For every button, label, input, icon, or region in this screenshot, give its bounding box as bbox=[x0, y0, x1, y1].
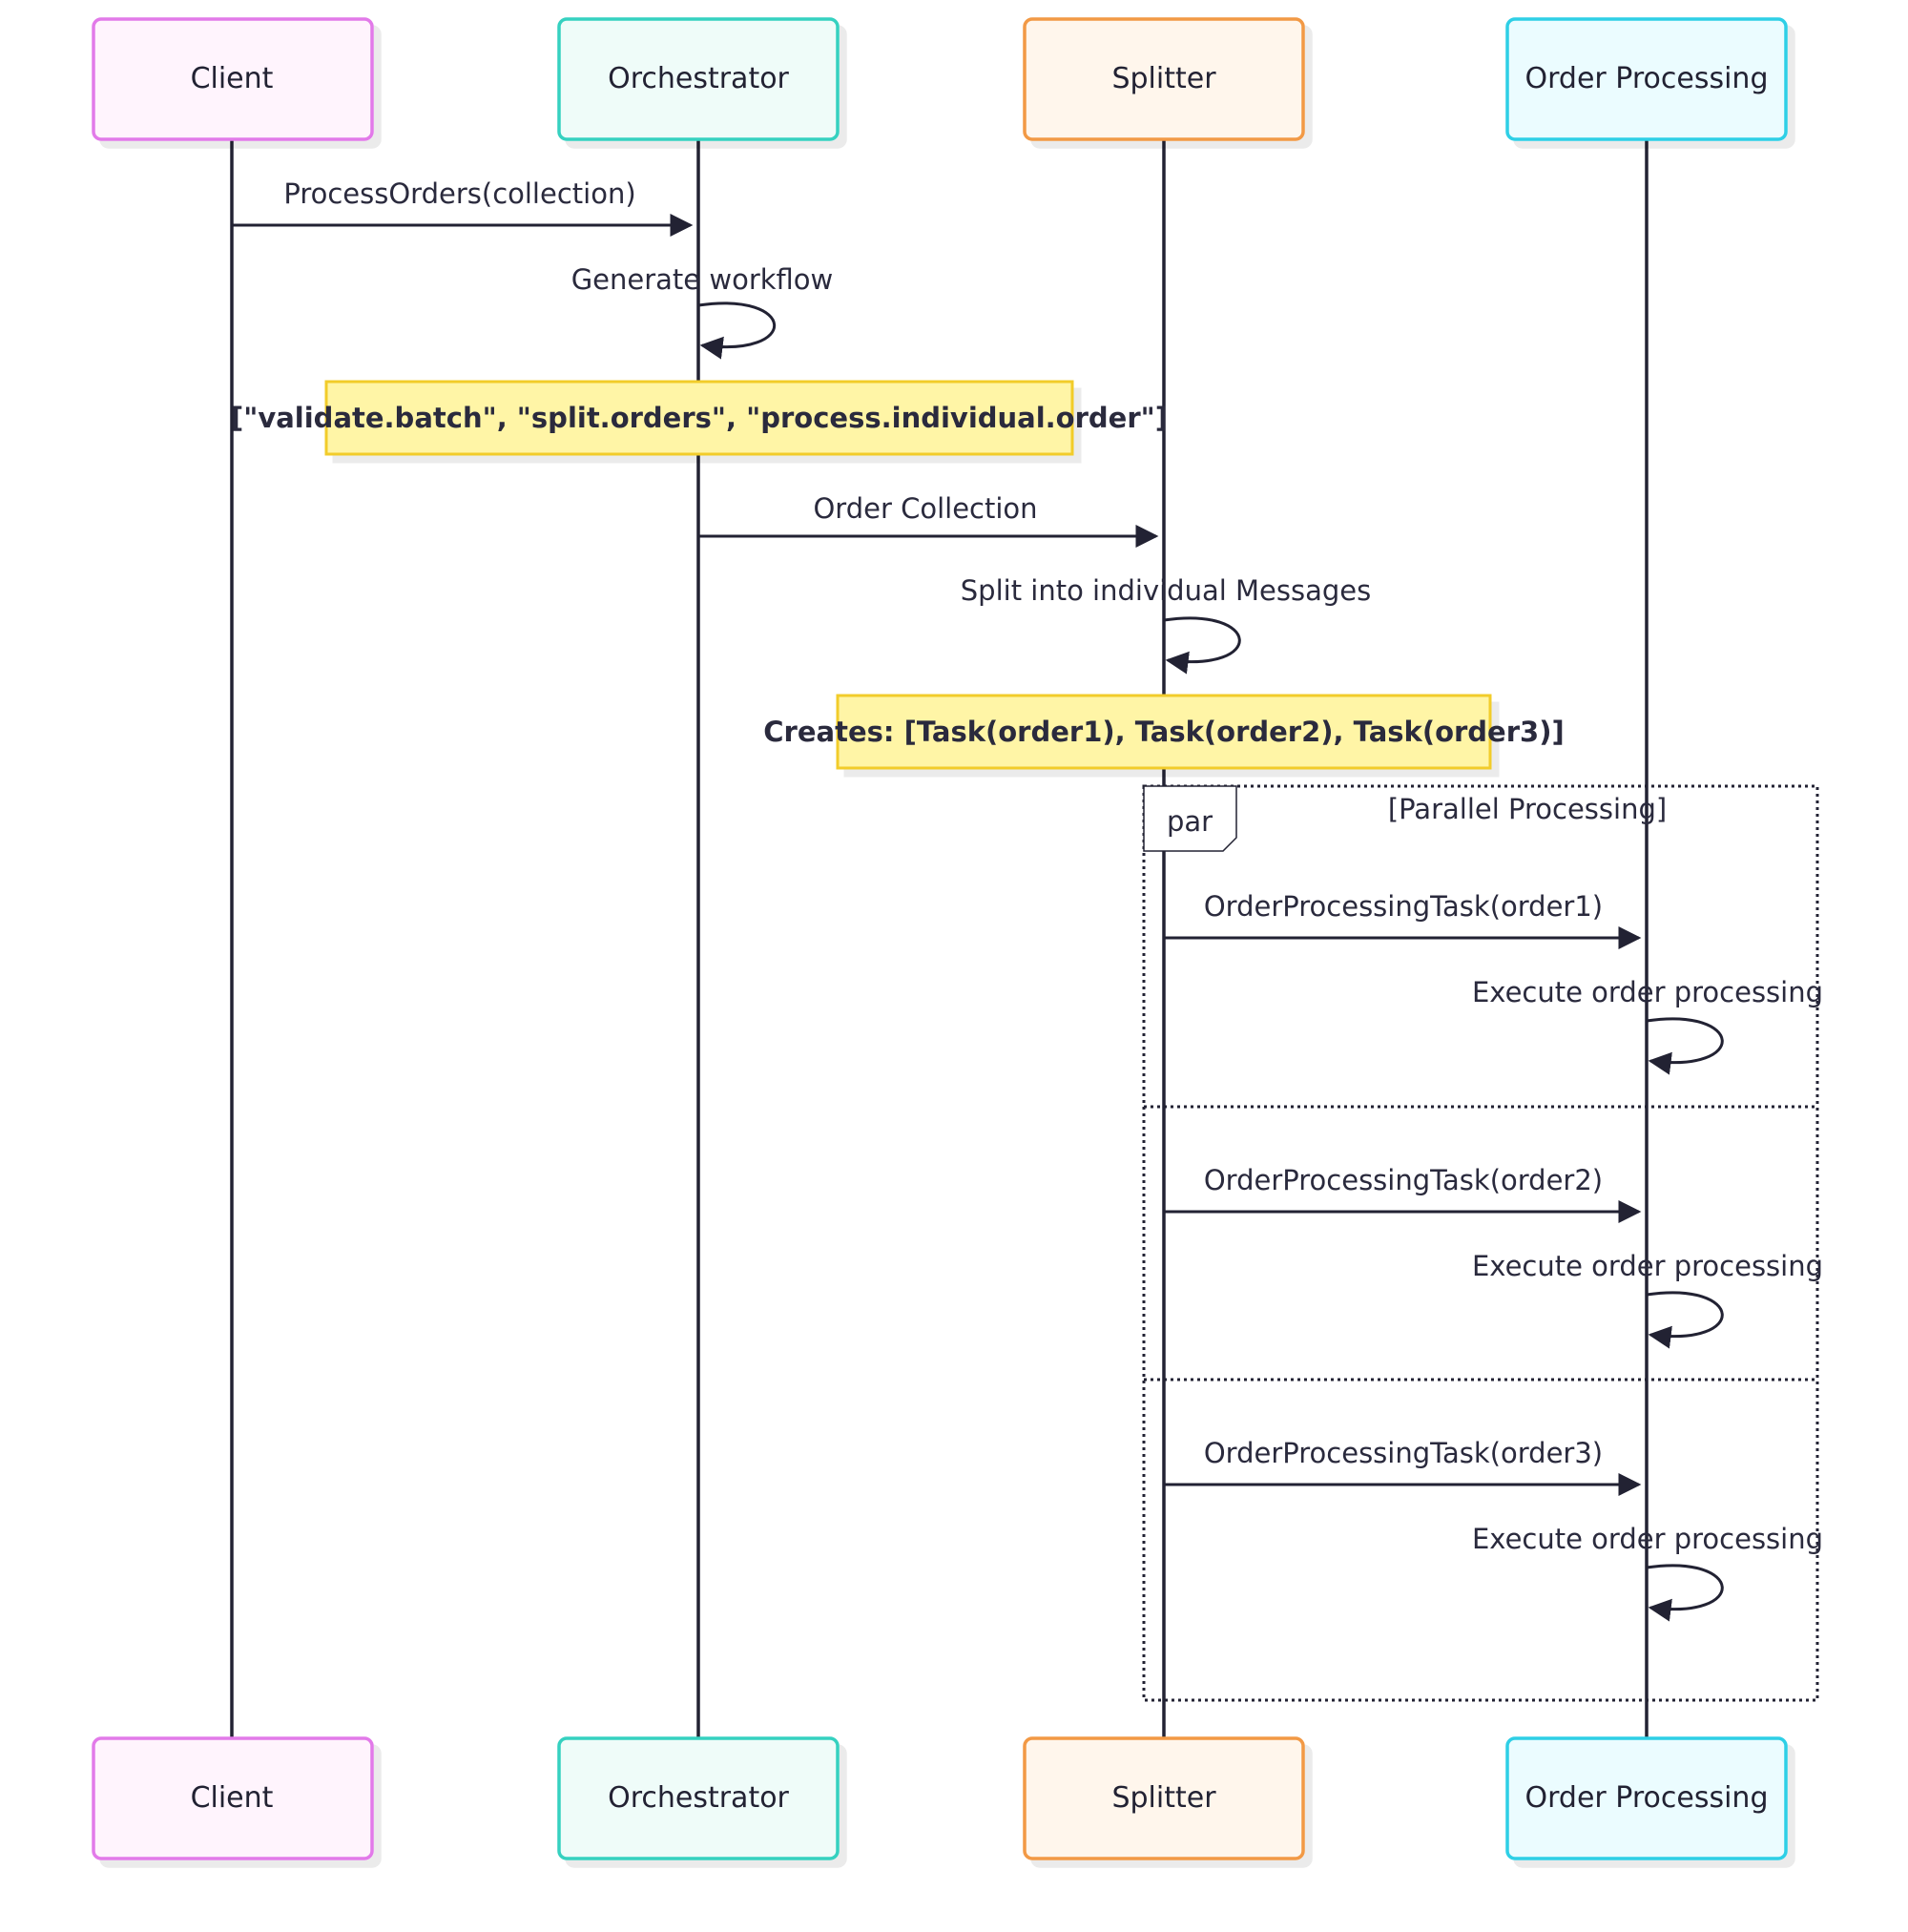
message-label: Execute order processing bbox=[1472, 1523, 1823, 1555]
actor-order-processing-bottom: Order Processing bbox=[1505, 1736, 1788, 1860]
self-message-arrow bbox=[1646, 1564, 1724, 1622]
self-message-arrow bbox=[1646, 1291, 1724, 1349]
message-generate-workflow: Generate workflow bbox=[571, 263, 834, 360]
message-label: Split into individual Messages bbox=[961, 574, 1371, 607]
actor-splitter-bottom: Splitter bbox=[1023, 1736, 1305, 1860]
self-message-arrow bbox=[697, 301, 777, 360]
note-label: Creates: [Task(order1), Task(order2), Ta… bbox=[763, 716, 1564, 748]
actor-splitter-top: Splitter bbox=[1023, 17, 1305, 141]
actor-label: Orchestrator bbox=[608, 1781, 789, 1815]
message-task-order1: OrderProcessingTask(order1) bbox=[1164, 890, 1642, 949]
actor-box bbox=[1505, 1736, 1788, 1860]
note-workflow-steps: ["validate.batch", "split.orders", "proc… bbox=[231, 380, 1168, 456]
actor-orchestrator-top: Orchestrator bbox=[557, 17, 840, 141]
actor-label: Orchestrator bbox=[608, 62, 789, 95]
actor-label: Client bbox=[191, 62, 274, 95]
message-execute-order3: Execute order processing bbox=[1472, 1523, 1823, 1622]
actor-box bbox=[92, 1736, 374, 1860]
actor-order-processing-top: Order Processing bbox=[1505, 17, 1788, 141]
par-tab bbox=[1143, 785, 1237, 852]
message-label: Execute order processing bbox=[1472, 976, 1823, 1008]
message-order-collection: Order Collection bbox=[698, 492, 1159, 548]
message-task-order2: OrderProcessingTask(order2) bbox=[1164, 1164, 1642, 1223]
par-block: par [Parallel Processing] bbox=[1142, 784, 1819, 1702]
message-label: OrderProcessingTask(order1) bbox=[1204, 890, 1603, 923]
actor-box bbox=[1023, 1736, 1305, 1860]
message-split-messages: Split into individual Messages bbox=[961, 574, 1371, 675]
actor-box bbox=[92, 17, 374, 141]
actor-client-bottom: Client bbox=[92, 1736, 374, 1860]
message-process-orders: ProcessOrders(collection) bbox=[232, 177, 694, 237]
par-frame bbox=[1142, 784, 1819, 1702]
actor-label: Client bbox=[191, 1781, 274, 1815]
actor-label: Splitter bbox=[1111, 1781, 1216, 1815]
message-task-order3: OrderProcessingTask(order3) bbox=[1164, 1437, 1642, 1496]
par-keyword: par bbox=[1167, 805, 1213, 838]
note-creates-tasks: Creates: [Task(order1), Task(order2), Ta… bbox=[763, 694, 1565, 770]
message-label: Generate workflow bbox=[571, 263, 834, 296]
message-label: OrderProcessingTask(order2) bbox=[1204, 1164, 1603, 1196]
self-message-arrow bbox=[1646, 1017, 1724, 1075]
note-box bbox=[324, 380, 1074, 456]
self-message-arrow bbox=[1163, 616, 1241, 675]
message-execute-order2: Execute order processing bbox=[1472, 1250, 1823, 1349]
note-box bbox=[836, 694, 1492, 770]
actor-box bbox=[557, 17, 840, 141]
actor-box bbox=[1023, 17, 1305, 141]
message-label: Execute order processing bbox=[1472, 1250, 1823, 1282]
actor-client-top: Client bbox=[92, 17, 374, 141]
actor-label: Order Processing bbox=[1525, 62, 1769, 95]
actor-box bbox=[557, 1736, 840, 1860]
note-label: ["validate.batch", "split.orders", "proc… bbox=[231, 402, 1168, 434]
actor-orchestrator-bottom: Orchestrator bbox=[557, 1736, 840, 1860]
actor-box bbox=[1505, 17, 1788, 141]
message-execute-order1: Execute order processing bbox=[1472, 976, 1823, 1075]
par-label: [Parallel Processing] bbox=[1388, 793, 1667, 825]
message-label: OrderProcessingTask(order3) bbox=[1204, 1437, 1603, 1469]
actor-label: Order Processing bbox=[1525, 1781, 1769, 1815]
actor-label: Splitter bbox=[1111, 62, 1216, 95]
message-label: Order Collection bbox=[813, 492, 1037, 525]
message-label: ProcessOrders(collection) bbox=[283, 177, 635, 210]
